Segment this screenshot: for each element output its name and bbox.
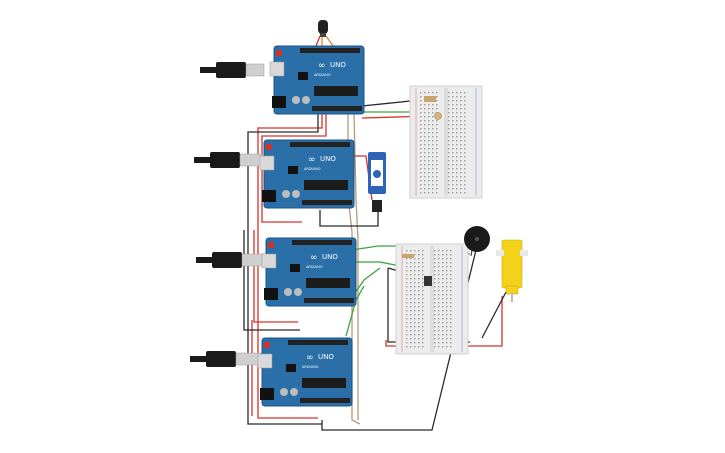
usb-cable-2[interactable] <box>194 152 263 168</box>
usb-jack <box>269 61 285 77</box>
atmega-chip <box>302 378 346 388</box>
usb-chip <box>290 264 300 272</box>
reset-button[interactable] <box>268 242 274 248</box>
capacitor <box>282 190 290 198</box>
micro-servo[interactable] <box>368 152 386 212</box>
digital-header <box>288 340 348 345</box>
usb-chip <box>288 166 298 174</box>
board-brand-label: ARDUINO <box>304 167 321 171</box>
analog-header <box>300 398 350 403</box>
power-jack <box>262 190 276 202</box>
capacitor <box>284 288 292 296</box>
analog-header <box>304 298 354 303</box>
power-jack <box>272 96 286 108</box>
arduino-logo-icon: ∞ <box>310 253 318 263</box>
wire-servo-black[interactable] <box>319 208 379 227</box>
wire-red-left-2[interactable] <box>261 112 327 223</box>
board-brand-label: ARDUINO <box>306 265 323 269</box>
arduino-logo-icon: ∞ <box>306 353 314 363</box>
arduino-uno-1[interactable]: ∞ UNO ARDUINO <box>269 45 365 115</box>
reset-button[interactable] <box>266 144 272 150</box>
usb-chip <box>298 72 308 80</box>
usb-jack <box>259 155 275 171</box>
digital-header <box>300 48 360 53</box>
board-model-label: UNO <box>320 155 336 163</box>
analog-header <box>302 200 352 205</box>
atmega-chip <box>306 278 350 288</box>
breadboard-bottom-holes <box>406 250 452 348</box>
breadboard-top[interactable] <box>409 85 483 199</box>
arduino-uno-2[interactable]: ∞ UNO ARDUINO <box>259 139 355 209</box>
capacitor <box>292 190 300 198</box>
arduino-logo-icon: ∞ <box>308 155 316 165</box>
arduino-boards: ∞ UNO ARDUINO ∞ UNO ARDUINO ∞ UNO ARDUINO ∞ UNO ARD… <box>257 45 365 407</box>
usb-cable-1[interactable] <box>200 62 265 78</box>
wire-black-motor[interactable] <box>481 291 507 339</box>
arduino-uno-4[interactable]: ∞ UNO ARDUINO <box>257 337 353 407</box>
atmega-chip <box>314 86 358 96</box>
capacitor <box>280 388 288 396</box>
potentiometer[interactable] <box>424 96 442 120</box>
usb-jack <box>257 353 273 369</box>
board-model-label: UNO <box>318 353 334 361</box>
digital-header <box>292 240 352 245</box>
power-jack <box>264 288 278 300</box>
transistor[interactable] <box>424 276 432 286</box>
analog-header <box>312 106 362 111</box>
board-brand-label: ARDUINO <box>302 365 319 369</box>
arduino-logo-icon: ∞ <box>318 61 326 71</box>
capacitor <box>292 96 300 104</box>
breadboard-top-holes <box>420 92 466 194</box>
atmega-chip <box>304 180 348 190</box>
dc-hobby-gearmotor[interactable] <box>496 239 528 302</box>
board-model-label: UNO <box>330 61 346 69</box>
capacitor <box>294 288 302 296</box>
digital-header <box>290 142 350 147</box>
wire-black-left-1[interactable] <box>247 112 322 425</box>
board-brand-label: ARDUINO <box>314 73 331 77</box>
arduino-uno-3[interactable]: ∞ UNO ARDUINO <box>261 237 357 307</box>
piezo-buzzer[interactable] <box>464 226 490 257</box>
power-jack <box>260 388 274 400</box>
usb-cables <box>190 62 267 367</box>
board-model-label: UNO <box>322 253 338 261</box>
usb-chip <box>286 364 296 372</box>
usb-cable-4[interactable] <box>190 351 263 367</box>
usb-jack <box>261 253 277 269</box>
reset-button[interactable] <box>276 50 282 56</box>
usb-cable-3[interactable] <box>196 252 267 268</box>
capacitor <box>302 96 310 104</box>
ir-receiver[interactable] <box>318 20 328 37</box>
wire-red-left-1[interactable] <box>257 112 323 419</box>
reset-button[interactable] <box>264 342 270 348</box>
breadboard-bottom[interactable] <box>395 243 469 355</box>
capacitor <box>290 388 298 396</box>
resistor[interactable] <box>402 254 414 258</box>
